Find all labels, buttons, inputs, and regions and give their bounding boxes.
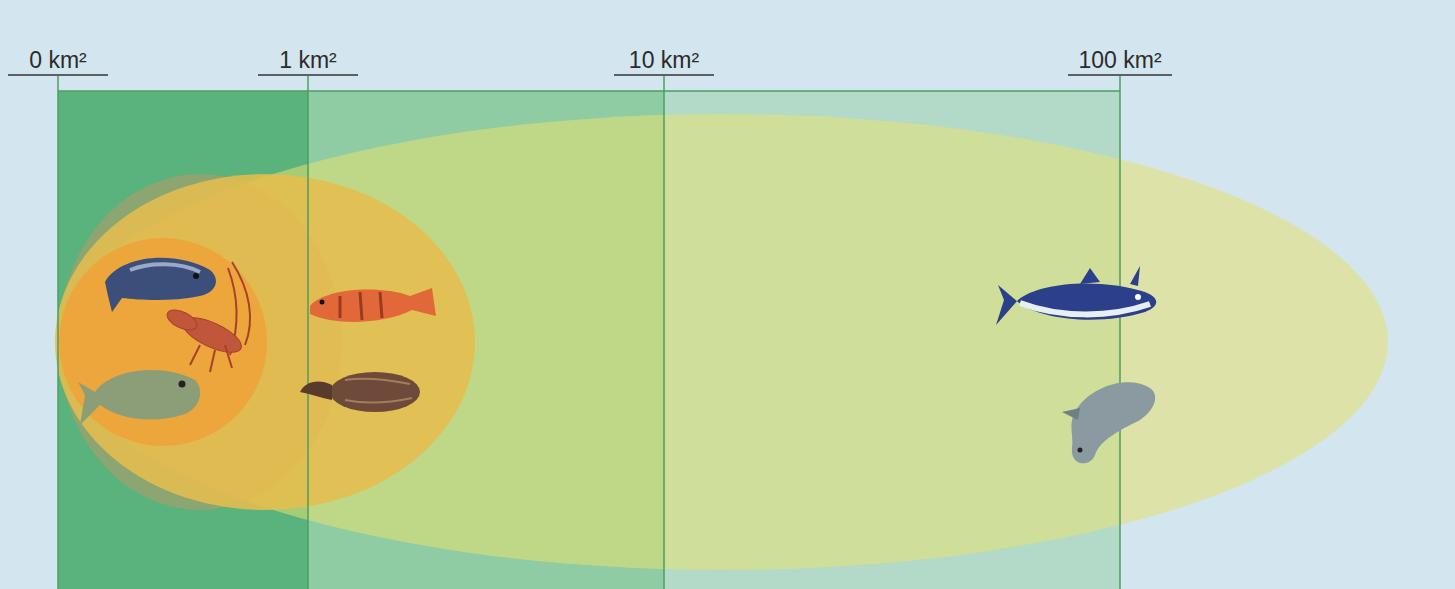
scale-label: 0 km² xyxy=(29,49,87,72)
scale-label: 10 km² xyxy=(629,49,699,72)
label-underlines xyxy=(8,74,1172,76)
small-range-circle xyxy=(59,238,267,446)
scale-label: 1 km² xyxy=(279,49,337,72)
grouper-fish xyxy=(105,258,216,312)
scale-label: 100 km² xyxy=(1078,49,1161,72)
medium-range-ellipse xyxy=(55,174,475,510)
monk-seal xyxy=(1062,382,1155,463)
tuna-fish xyxy=(996,266,1156,325)
comber-fish xyxy=(310,288,436,322)
cuttlefish xyxy=(300,372,420,412)
scale-ticks xyxy=(58,76,1120,589)
seabream-fish xyxy=(78,370,200,425)
spiny-lobster xyxy=(164,262,250,372)
